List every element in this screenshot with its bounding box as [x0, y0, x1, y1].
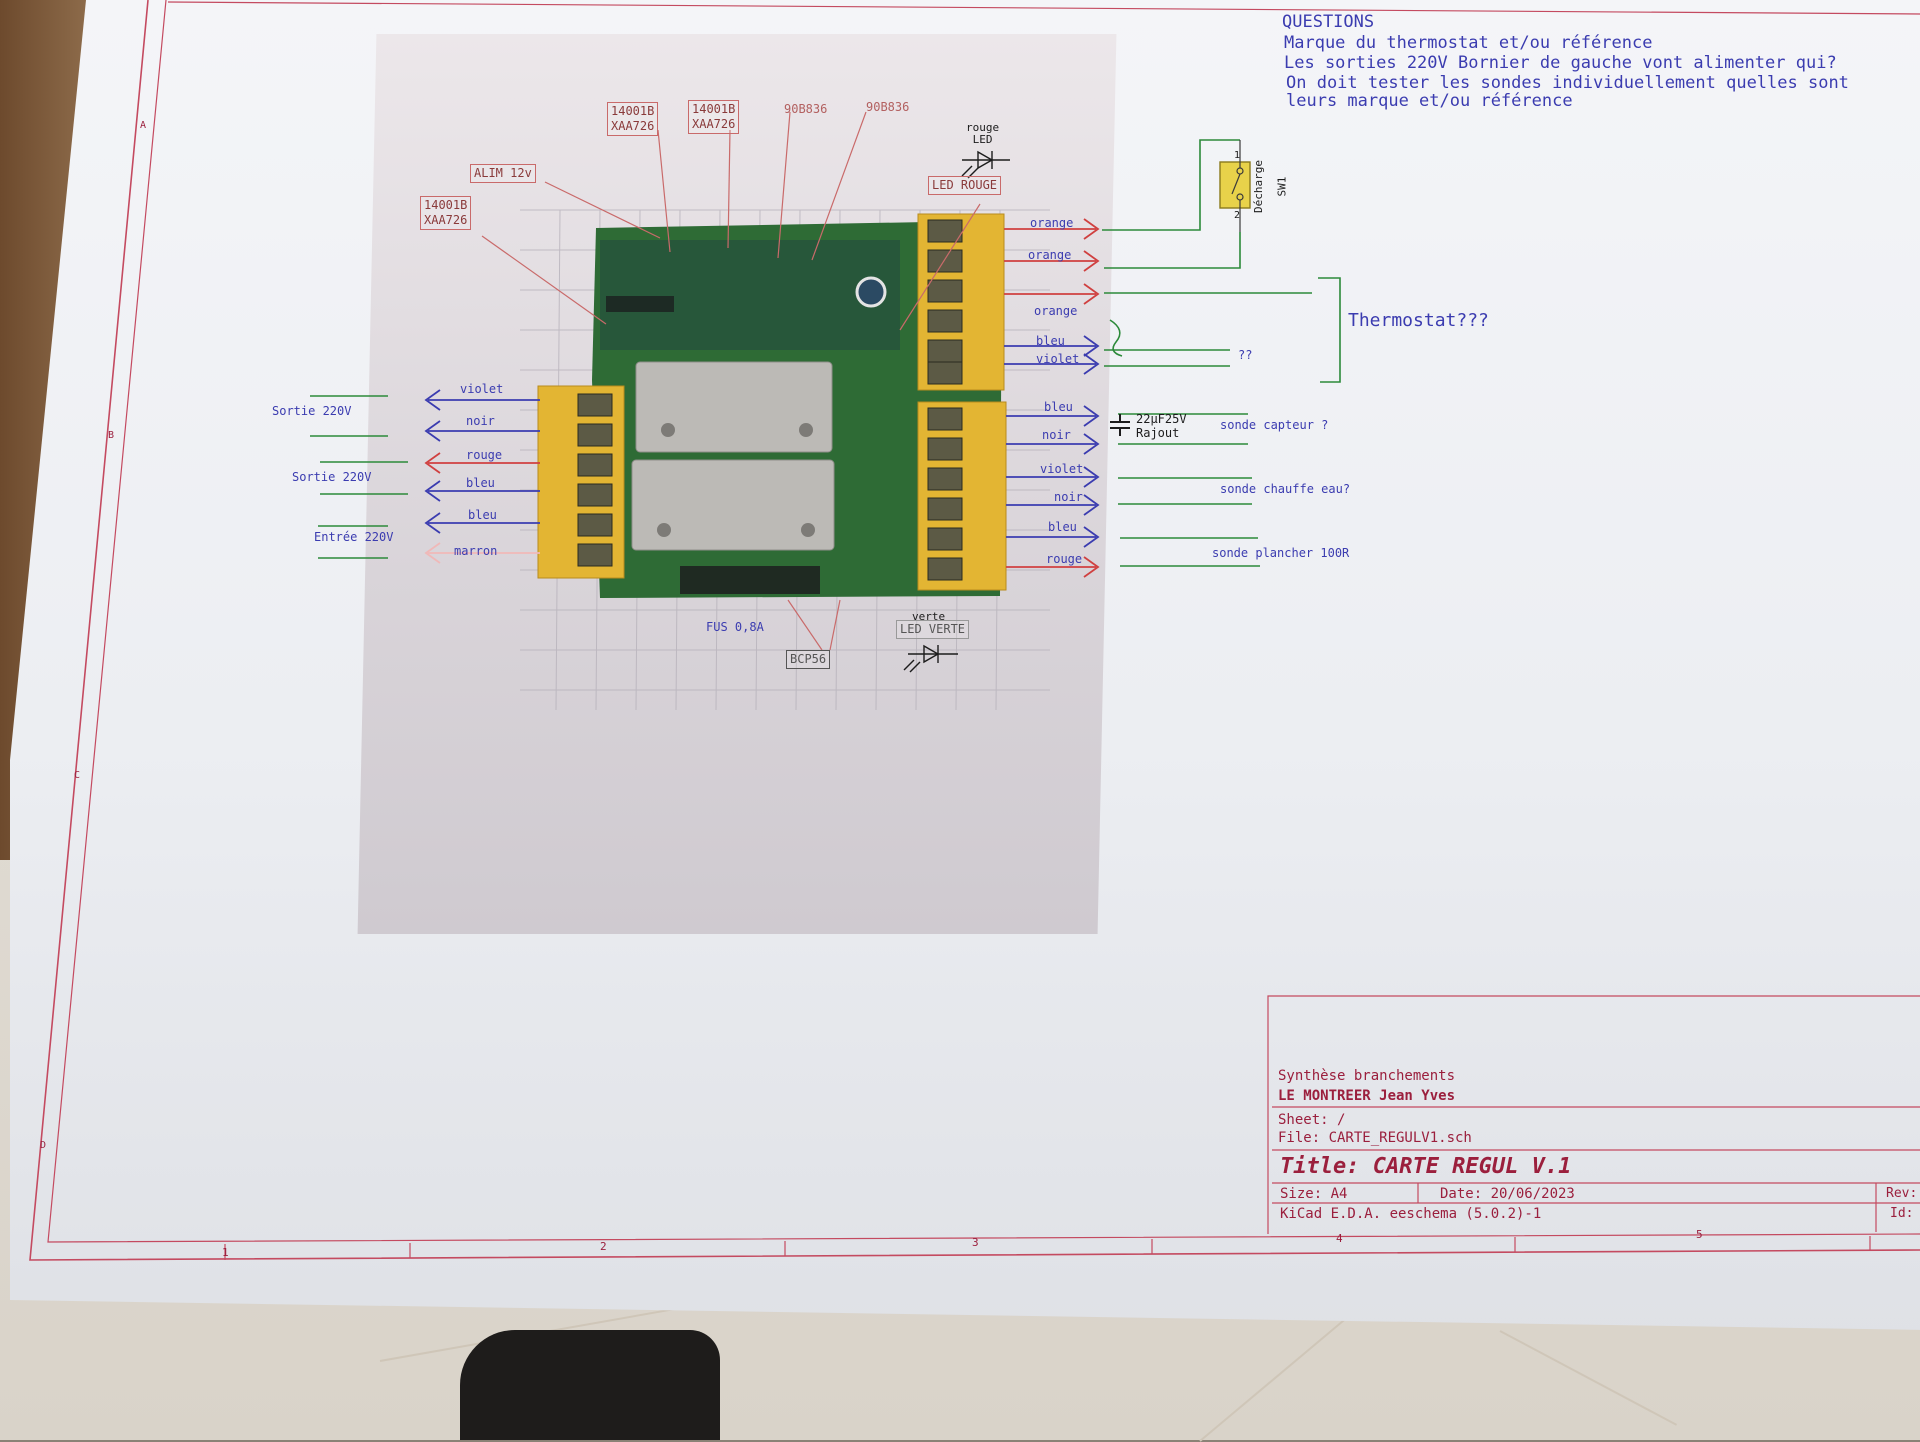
relay-2	[631, 459, 835, 551]
frame-top	[167, 1, 1920, 15]
capacitor-note: Rajout	[1136, 426, 1180, 440]
left-wire-label: bleu	[466, 476, 495, 490]
left-wire-label: violet	[460, 382, 504, 396]
title-synthese: Synthèse branchements	[1278, 1068, 1456, 1084]
title-rev: Rev:	[1886, 1186, 1918, 1201]
frame-outer	[29, 0, 1920, 1261]
alim-label: ALIM 12v	[470, 164, 536, 183]
ic-label-5: 14001B XAA726	[420, 196, 472, 230]
right-wire-label: rouge	[1046, 552, 1083, 566]
right-wires-top	[1004, 218, 1100, 375]
left-wire-label: rouge	[466, 448, 503, 462]
right-wire-label: bleu	[1036, 334, 1065, 348]
frame-col-mark: 4	[1336, 1232, 1343, 1245]
led-rouge-symbol	[961, 150, 1010, 179]
right-wire-label: bleu	[1044, 400, 1073, 414]
frame-col-mark: 3	[972, 1236, 979, 1249]
title-file: File: CARTE_REGULV1.sch	[1278, 1130, 1472, 1146]
led-verte-symbol	[903, 644, 958, 673]
switch-pin-2: 2	[1234, 210, 1241, 221]
question-line-3: On doit tester les sondes individuelleme…	[1286, 73, 1849, 93]
right-wire-label: orange	[1034, 304, 1078, 318]
entree-220v: Entrée 220V	[314, 530, 394, 544]
frame-ticks	[224, 1236, 1871, 1260]
sonde-chauffe-eau: sonde chauffe eau?	[1220, 482, 1351, 496]
frame-inner	[47, 0, 1920, 1243]
leader-lines	[481, 111, 981, 651]
switch-pin-1: 1	[1234, 150, 1241, 161]
switch-name: Décharge	[1251, 160, 1265, 213]
title-date: Date: 20/06/2023	[1440, 1186, 1575, 1202]
left-green-lines	[310, 395, 408, 559]
right-wire-label: noir	[1054, 490, 1083, 504]
switch-ref: SW1	[1275, 176, 1289, 197]
relay-1	[635, 361, 833, 453]
shoe	[460, 1330, 720, 1440]
capacitor-value: 22µF25V	[1136, 412, 1187, 426]
title-main: Title: CARTE REGUL V.1	[1280, 1154, 1572, 1179]
title-block-frame	[1267, 995, 1920, 1234]
right-wire-label: violet	[1040, 462, 1084, 476]
led-verte-box: LED VERTE	[896, 620, 970, 639]
capacitor-symbol	[1110, 414, 1130, 436]
question-line-1: Marque du thermostat et/ou référence	[1284, 33, 1653, 53]
right-wire-label: orange	[1028, 248, 1072, 262]
frame-row-mark: C	[74, 770, 81, 781]
questions-heading: QUESTIONS	[1282, 12, 1375, 32]
left-wire-label: marron	[454, 544, 498, 558]
sortie-220v-2: Sortie 220V	[292, 470, 372, 484]
right-wire-label: bleu	[1048, 520, 1077, 534]
title-sheet: Sheet: /	[1278, 1112, 1346, 1128]
sonde-plancher: sonde plancher 100R	[1212, 546, 1350, 560]
right-green-lines	[1102, 139, 1341, 567]
title-id: Id:	[1890, 1206, 1914, 1221]
frame-row-mark: A	[140, 120, 147, 131]
question-line-4: leurs marque et/ou référence	[1286, 91, 1573, 111]
led-verte-text: verte	[912, 610, 946, 623]
sortie-220v-1: Sortie 220V	[272, 404, 352, 418]
fuse-label: FUS 0,8A	[706, 620, 764, 634]
right-wire-label: noir	[1042, 428, 1071, 442]
right-wire-label: orange	[1030, 216, 1074, 230]
title-author: LE MONTREER Jean Yves	[1278, 1088, 1456, 1104]
led-rouge-box: LED ROUGE	[928, 176, 1002, 195]
frame-col-mark: 1	[222, 1246, 229, 1259]
frame-row-mark: D	[40, 1140, 47, 1151]
right-wire-label: violet	[1036, 352, 1080, 366]
switch-sw1	[1219, 161, 1251, 209]
question-line-2: Les sorties 220V Bornier de gauche vont …	[1284, 53, 1837, 73]
left-wire-label: bleu	[468, 508, 497, 522]
title-kicad: KiCad E.D.A. eeschema (5.0.2)-1	[1280, 1206, 1542, 1222]
bcp-label: BCP56	[786, 650, 831, 669]
ic-label-3: 90B836	[784, 102, 828, 116]
frame-col-mark: 2	[600, 1240, 607, 1253]
ic-chip	[606, 296, 674, 312]
pcb-dark-area	[600, 240, 900, 350]
ic-label-1: 14001B XAA726	[607, 102, 659, 136]
frame-col-mark: 5	[1696, 1228, 1703, 1241]
ic-label-4: 90B836	[866, 100, 910, 114]
title-size: Size: A4	[1280, 1186, 1348, 1202]
thermostat-label: Thermostat???	[1348, 310, 1489, 331]
sonde-capteur: sonde capteur ?	[1220, 418, 1329, 432]
left-wire-label: noir	[466, 414, 495, 428]
ic-label-2: 14001B XAA726	[688, 100, 740, 134]
frame-row-mark: B	[108, 430, 115, 441]
left-wires	[424, 389, 540, 564]
right-wires-bottom	[1006, 405, 1100, 578]
fuse-holder	[680, 566, 820, 594]
led-rouge-text: rouge LED	[966, 121, 1000, 146]
pcb-capacitor	[855, 276, 887, 308]
switch-symbol	[1231, 140, 1244, 232]
unknown-label: ??	[1238, 348, 1253, 362]
